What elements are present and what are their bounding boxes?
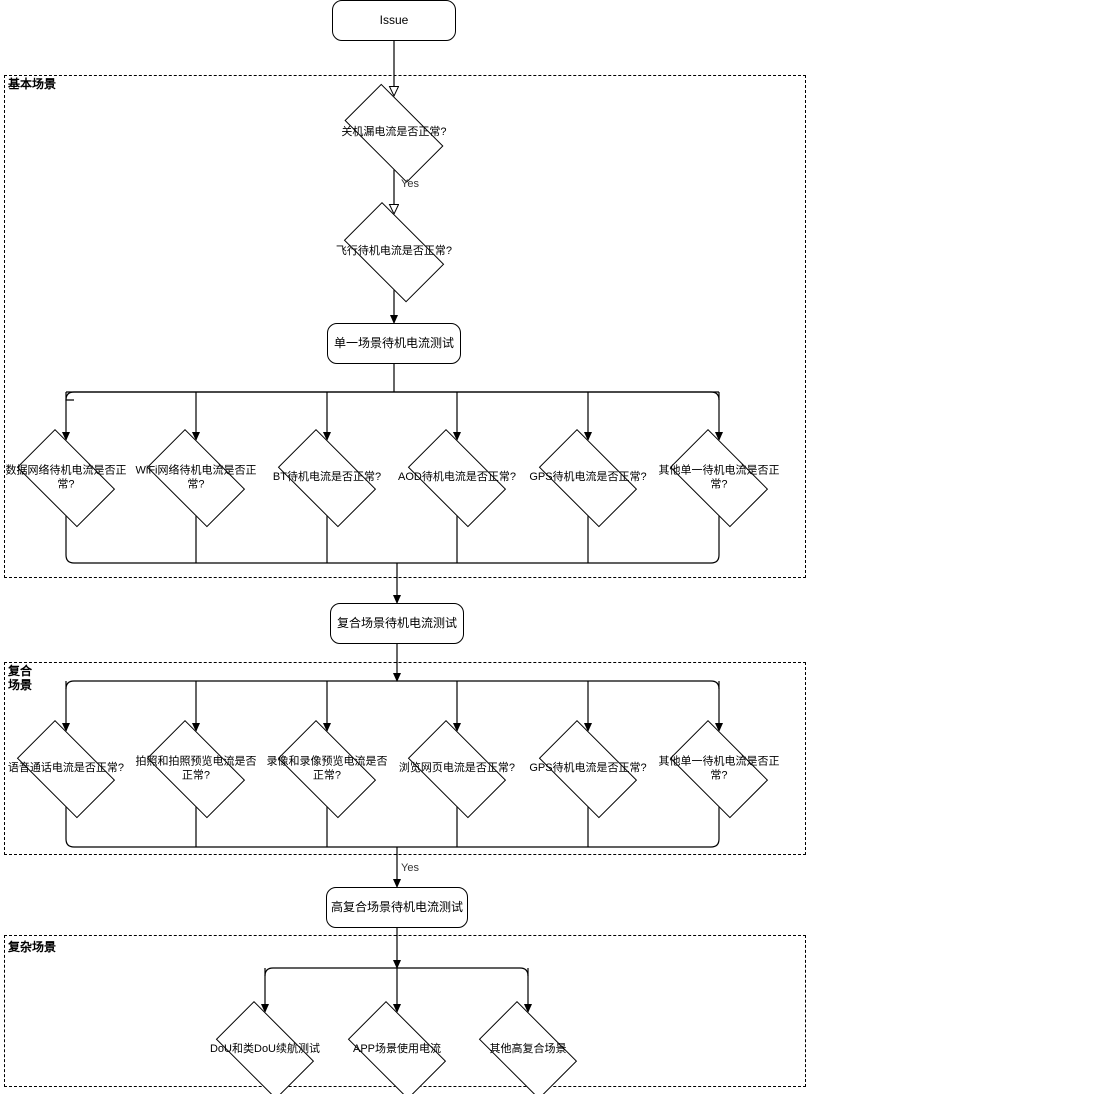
diamond-shape	[147, 720, 245, 818]
diamond-shape	[408, 720, 506, 818]
diamond-shape	[344, 83, 444, 182]
diamond-shape	[670, 429, 768, 527]
diamond-shape	[408, 429, 506, 527]
node-gps-standby[interactable]: GPS待机电流是否正常?	[528, 429, 648, 527]
node-voice-call-current[interactable]: 语音通话电流是否正常?	[6, 720, 126, 818]
diamond-shape	[278, 720, 376, 818]
edge-label-yes-1: Yes	[401, 178, 419, 190]
group-complex-scenario-label: 复杂场景	[8, 940, 57, 954]
diamond-shape	[147, 429, 245, 527]
group-basic-scenario	[4, 75, 806, 578]
group-composite-scenario	[4, 662, 806, 855]
diamond-shape	[539, 720, 637, 818]
diamond-shape	[344, 202, 444, 302]
group-composite-scenario-label: 复合 场景	[8, 664, 33, 692]
node-poweroff-leak-current[interactable]: 关机漏电流是否正常?	[332, 83, 456, 182]
node-airplane-standby-current[interactable]: 飞行待机电流是否正常?	[332, 202, 456, 302]
node-data-network-standby[interactable]: 数据网络待机电流是否正常?	[5, 429, 126, 527]
node-aod-standby[interactable]: AOD待机电流是否正常?	[397, 429, 517, 527]
node-other-single-standby[interactable]: 其他单一待机电流是否正常?	[658, 429, 779, 527]
node-other-single-standby-2[interactable]: 其他单一待机电流是否正常?	[658, 720, 779, 818]
node-video-preview-current[interactable]: 录像和录像预览电流是否正常?	[266, 720, 387, 818]
diamond-shape	[216, 1001, 314, 1094]
diamond-shape	[17, 720, 115, 818]
diamond-shape	[278, 429, 376, 527]
node-high-composite-scenario-standby-test[interactable]: 高复合场景待机电流测试	[326, 887, 468, 928]
node-app-scenario-current[interactable]: APP场景使用电流	[337, 1001, 457, 1094]
group-basic-scenario-label: 基本场景	[8, 77, 57, 91]
diamond-shape	[348, 1001, 446, 1094]
node-dou-endurance-test[interactable]: DoU和类DoU续航测试	[205, 1001, 325, 1094]
node-issue[interactable]: Issue	[332, 0, 456, 41]
diamond-shape	[479, 1001, 577, 1094]
node-issue-label: Issue	[379, 12, 409, 27]
node-other-high-composite[interactable]: 其他高复合场景	[468, 1001, 588, 1094]
node-gps-standby-2[interactable]: GPS待机电流是否正常?	[528, 720, 648, 818]
node-composite-scenario-standby-test-label: 复合场景待机电流测试	[336, 615, 457, 630]
diamond-shape	[539, 429, 637, 527]
node-web-browsing-current[interactable]: 浏览网页电流是否正常?	[397, 720, 517, 818]
diamond-shape	[670, 720, 768, 818]
node-photo-preview-current[interactable]: 拍照和拍照预览电流是否正常?	[135, 720, 256, 818]
node-single-scenario-standby-test-label: 单一场景待机电流测试	[333, 335, 454, 350]
node-composite-scenario-standby-test[interactable]: 复合场景待机电流测试	[330, 603, 464, 644]
node-high-composite-scenario-standby-test-label: 高复合场景待机电流测试	[330, 899, 463, 914]
edge-label-yes-2: Yes	[401, 862, 419, 874]
diamond-shape	[17, 429, 115, 527]
node-bt-standby[interactable]: BT待机电流是否正常?	[267, 429, 387, 527]
node-single-scenario-standby-test[interactable]: 单一场景待机电流测试	[327, 323, 461, 364]
node-wifi-network-standby[interactable]: WiFi网络待机电流是否正常?	[135, 429, 256, 527]
